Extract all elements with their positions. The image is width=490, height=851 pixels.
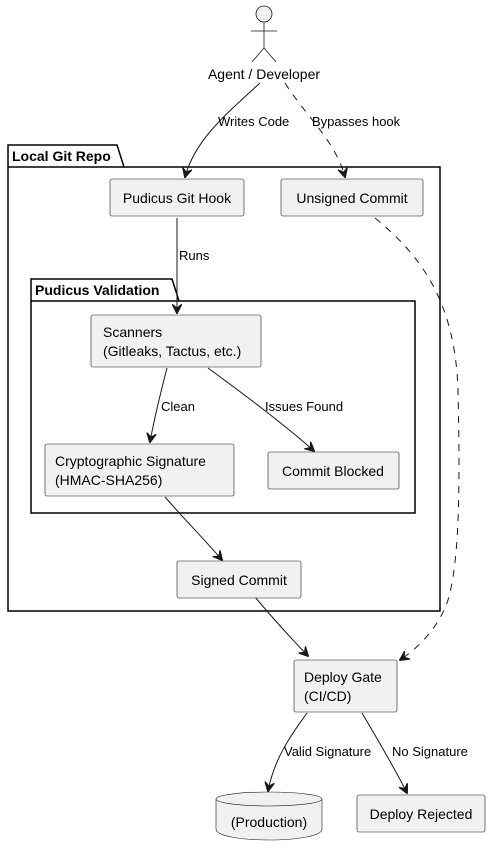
edge-label-bypasses-hook: Bypasses hook bbox=[312, 114, 401, 129]
node-label-commit-blocked: Commit Blocked bbox=[282, 463, 384, 479]
node-label-deploy-rejected: Deploy Rejected bbox=[370, 806, 473, 822]
actor-label: Agent / Developer bbox=[208, 66, 320, 82]
edge-valid-signature bbox=[268, 712, 308, 791]
edge-unsigned-to-gate bbox=[374, 217, 460, 660]
edge-label-writes-code: Writes Code bbox=[218, 114, 289, 129]
edge-signature-to-signed bbox=[164, 496, 222, 560]
package-label-local-git-repo: Local Git Repo bbox=[12, 148, 111, 164]
actor-figure bbox=[251, 5, 277, 63]
node-label-production: (Production) bbox=[231, 814, 307, 830]
edge-clean bbox=[150, 367, 168, 442]
node-sublabel-crypto-signature: (HMAC-SHA256) bbox=[55, 472, 162, 488]
edge-issues-found bbox=[207, 367, 314, 451]
node-signed-commit: Signed Commit bbox=[176, 560, 302, 599]
package-label-pudicus-validation: Pudicus Validation bbox=[35, 282, 159, 298]
edge-writes-code bbox=[185, 82, 261, 177]
edge-label-issues-found: Issues Found bbox=[265, 399, 343, 414]
node-commit-blocked: Commit Blocked bbox=[267, 451, 400, 490]
node-sublabel-scanners: (Gitleaks, Tactus, etc.) bbox=[103, 343, 241, 359]
node-sublabel-deploy-gate: (CI/CD) bbox=[304, 688, 351, 704]
node-label-crypto-signature: Cryptographic Signature bbox=[55, 453, 206, 469]
node-unsigned-commit: Unsigned Commit bbox=[280, 178, 424, 217]
node-label-unsigned-commit: Unsigned Commit bbox=[296, 190, 407, 206]
node-label-scanners: Scanners bbox=[103, 324, 162, 340]
node-deploy-rejected: Deploy Rejected bbox=[356, 794, 486, 833]
node-production-database: (Production) bbox=[215, 791, 323, 841]
edge-bypasses-hook bbox=[284, 82, 345, 177]
package-local-git-repo: Local Git Repo bbox=[7, 144, 441, 612]
edge-label-runs: Runs bbox=[179, 248, 210, 263]
edge-label-clean: Clean bbox=[161, 399, 195, 414]
node-label-deploy-gate: Deploy Gate bbox=[304, 669, 382, 685]
package-pudicus-validation: Pudicus Validation bbox=[30, 278, 416, 514]
edge-label-valid-signature: Valid Signature bbox=[284, 744, 371, 759]
edge-no-signature bbox=[361, 712, 407, 793]
node-cryptographic-signature: Cryptographic Signature (HMAC-SHA256) bbox=[44, 443, 235, 497]
edge-label-no-signature: No Signature bbox=[392, 744, 468, 759]
database-icon bbox=[215, 791, 323, 807]
node-deploy-gate: Deploy Gate (CI/CD) bbox=[293, 659, 398, 713]
node-label-signed-commit: Signed Commit bbox=[191, 572, 287, 588]
node-pudicus-git-hook: Pudicus Git Hook bbox=[109, 178, 245, 217]
node-scanners: Scanners (Gitleaks, Tactus, etc.) bbox=[90, 314, 262, 368]
edge-signed-to-gate bbox=[254, 596, 308, 656]
actor-head-icon bbox=[255, 5, 273, 23]
node-label-git-hook: Pudicus Git Hook bbox=[123, 190, 232, 206]
